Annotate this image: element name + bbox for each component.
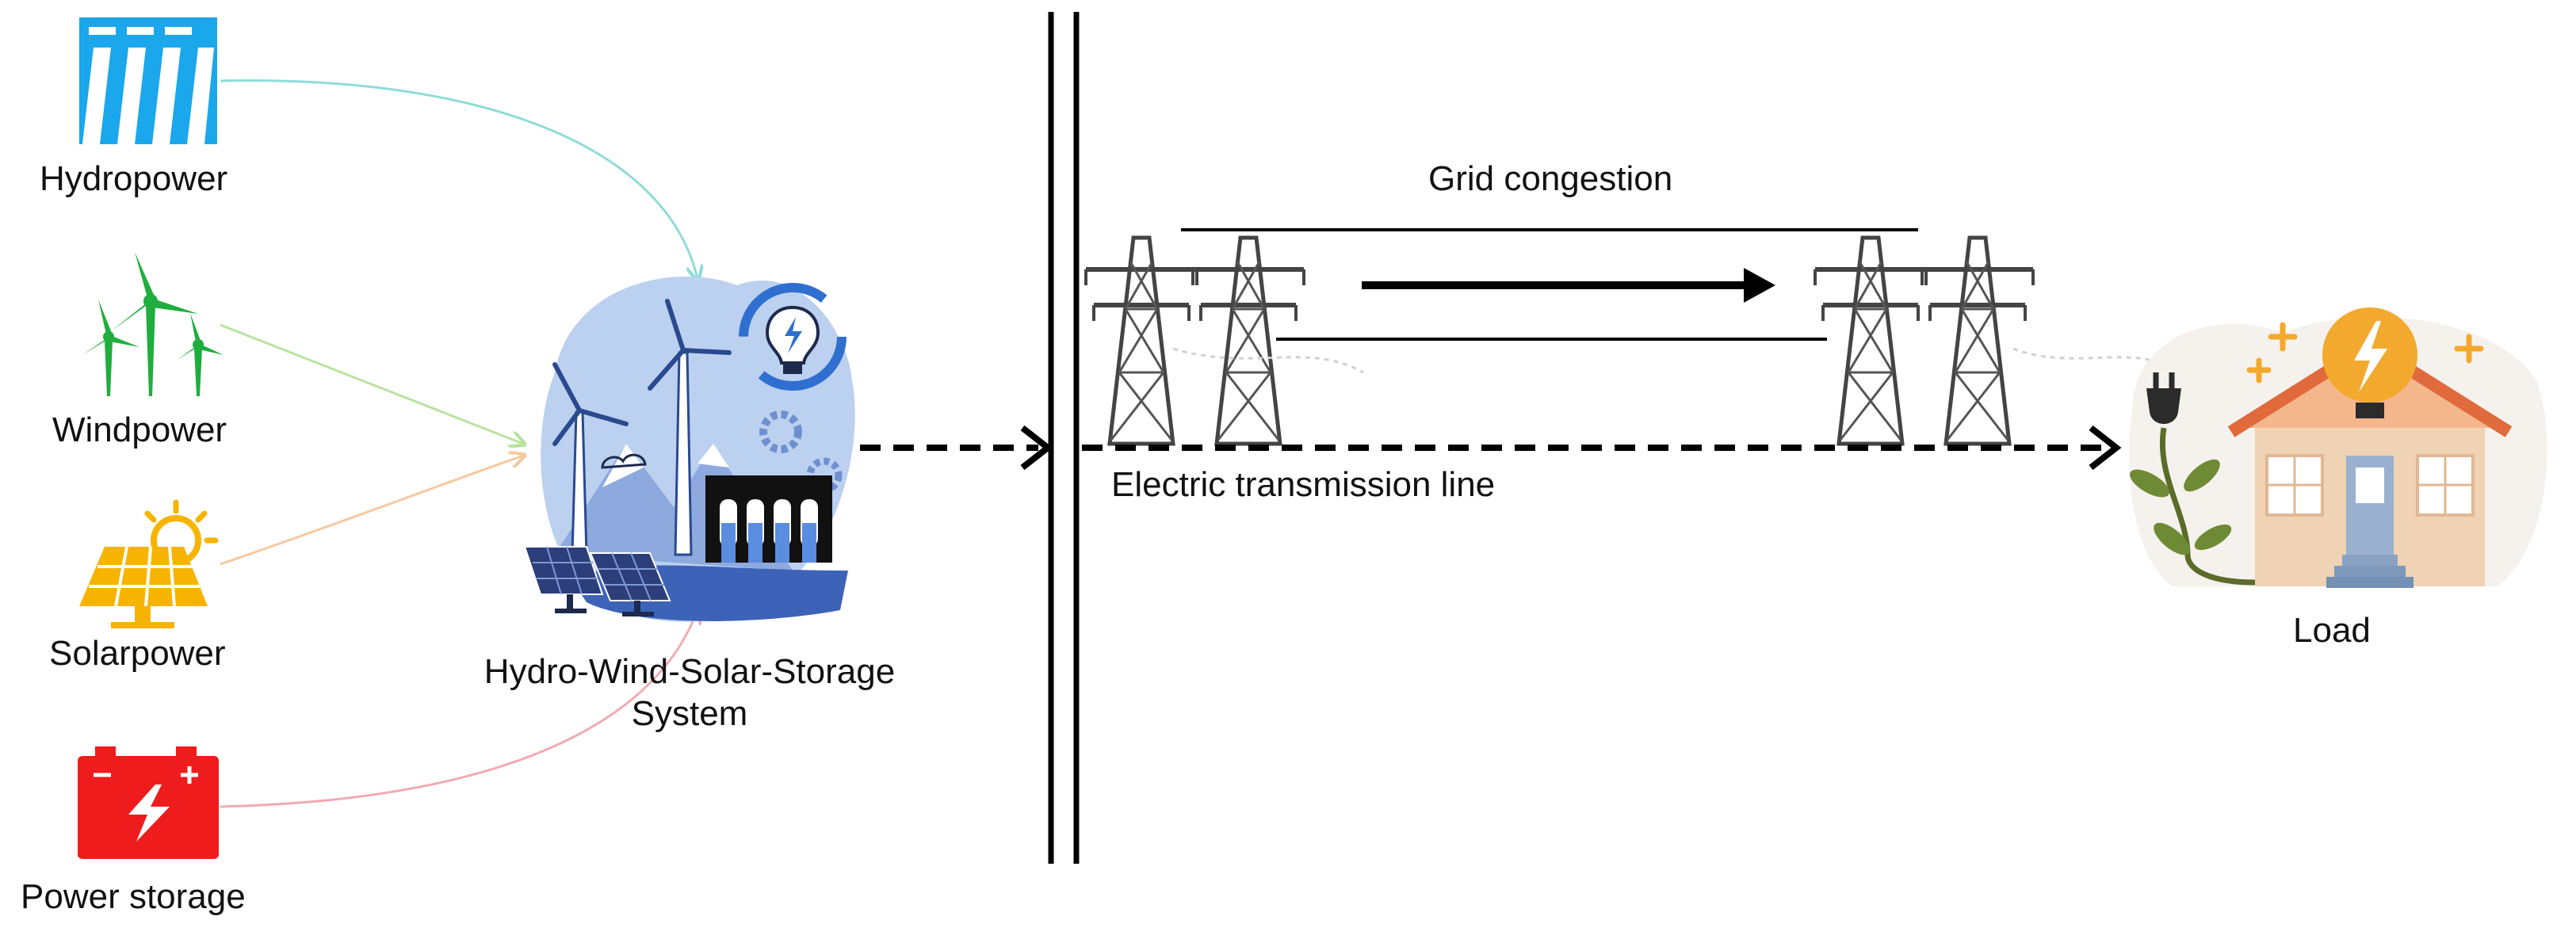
hydropower-label: Hydropower	[40, 159, 228, 198]
windpower-flow-arrow	[220, 323, 523, 444]
hydro-wind-solar-storage-illustration	[523, 277, 855, 622]
system-label-line2: System	[631, 693, 748, 733]
hydropower-flow-arrow	[220, 79, 698, 279]
solar-panel-icon	[79, 499, 219, 628]
power-storage-flow-arrow	[220, 610, 698, 808]
wind-turbine-icon	[82, 252, 224, 396]
grid-congestion-label: Grid congestion	[1428, 159, 1673, 198]
load-label: Load	[2293, 611, 2371, 650]
system-label: Hydro-Wind-Solar-Storage System	[444, 651, 935, 735]
windpower-label: Windpower	[52, 410, 227, 449]
solarpower-flow-arrow	[220, 456, 523, 566]
power-storage-label: Power storage	[21, 877, 246, 916]
transmission-line-label: Electric transmission line	[1111, 465, 1496, 504]
system-label-line1: Hydro-Wind-Solar-Storage	[483, 652, 896, 691]
solarpower-label: Solarpower	[49, 634, 226, 673]
hydropower-dam-icon	[79, 17, 217, 144]
house-load-icon	[2129, 307, 2547, 588]
transmission-tower-icon	[1086, 238, 2180, 444]
battery-icon	[78, 746, 219, 859]
